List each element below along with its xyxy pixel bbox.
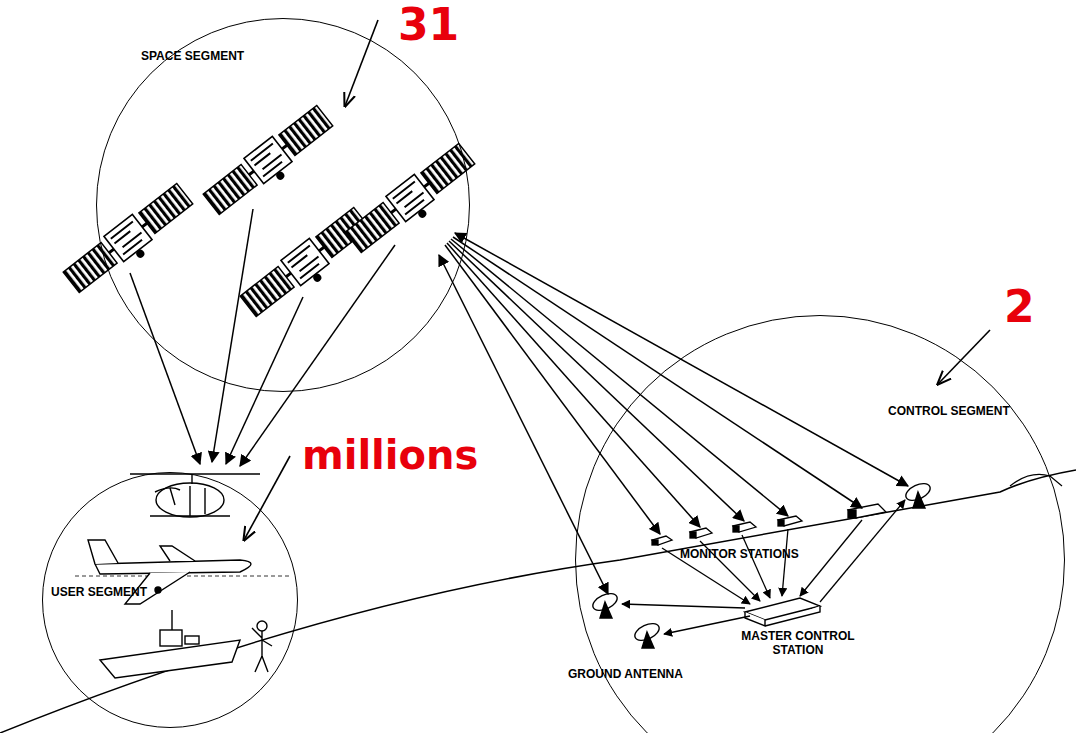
part-label: MASTER CONTROL STATION bbox=[728, 630, 868, 658]
segment-circle: SPACE SEGMENT bbox=[96, 18, 470, 392]
signal-arrow bbox=[445, 245, 660, 534]
signal-arrow bbox=[455, 233, 908, 486]
hill bbox=[1010, 474, 1062, 486]
leader-line bbox=[244, 20, 990, 540]
signal-arrow bbox=[226, 297, 303, 464]
signal-arrow bbox=[451, 239, 788, 516]
callout-text: millions bbox=[302, 432, 478, 478]
signal-arrow bbox=[439, 255, 608, 594]
satellite bbox=[201, 103, 339, 223]
ship bbox=[100, 610, 240, 678]
segment-title: SPACE SEGMENT bbox=[141, 49, 244, 63]
satellite bbox=[61, 181, 199, 301]
part-label: MONITOR STATIONS bbox=[680, 548, 799, 562]
signal-arrow bbox=[212, 209, 253, 462]
segment-title: USER SEGMENT bbox=[51, 585, 147, 599]
monitor-station bbox=[652, 504, 886, 545]
person bbox=[252, 621, 272, 672]
control-link bbox=[622, 500, 905, 634]
helicopter bbox=[130, 474, 260, 517]
callout-number: 2 bbox=[1004, 282, 1035, 333]
signal-arrow bbox=[449, 241, 744, 521]
signal-arrow bbox=[447, 243, 700, 527]
ground-antenna bbox=[590, 480, 932, 648]
ground-line bbox=[0, 470, 1076, 733]
signal-arrow bbox=[130, 273, 200, 464]
segment-title: CONTROL SEGMENT bbox=[888, 404, 1010, 418]
master-control-station bbox=[745, 598, 820, 626]
part-label: GROUND ANTENNA bbox=[568, 668, 683, 682]
signal-arrow bbox=[453, 237, 862, 508]
segment-circle: USER SEGMENT bbox=[42, 472, 298, 728]
satellite bbox=[343, 141, 481, 261]
callout-number: 31 bbox=[398, 0, 459, 51]
